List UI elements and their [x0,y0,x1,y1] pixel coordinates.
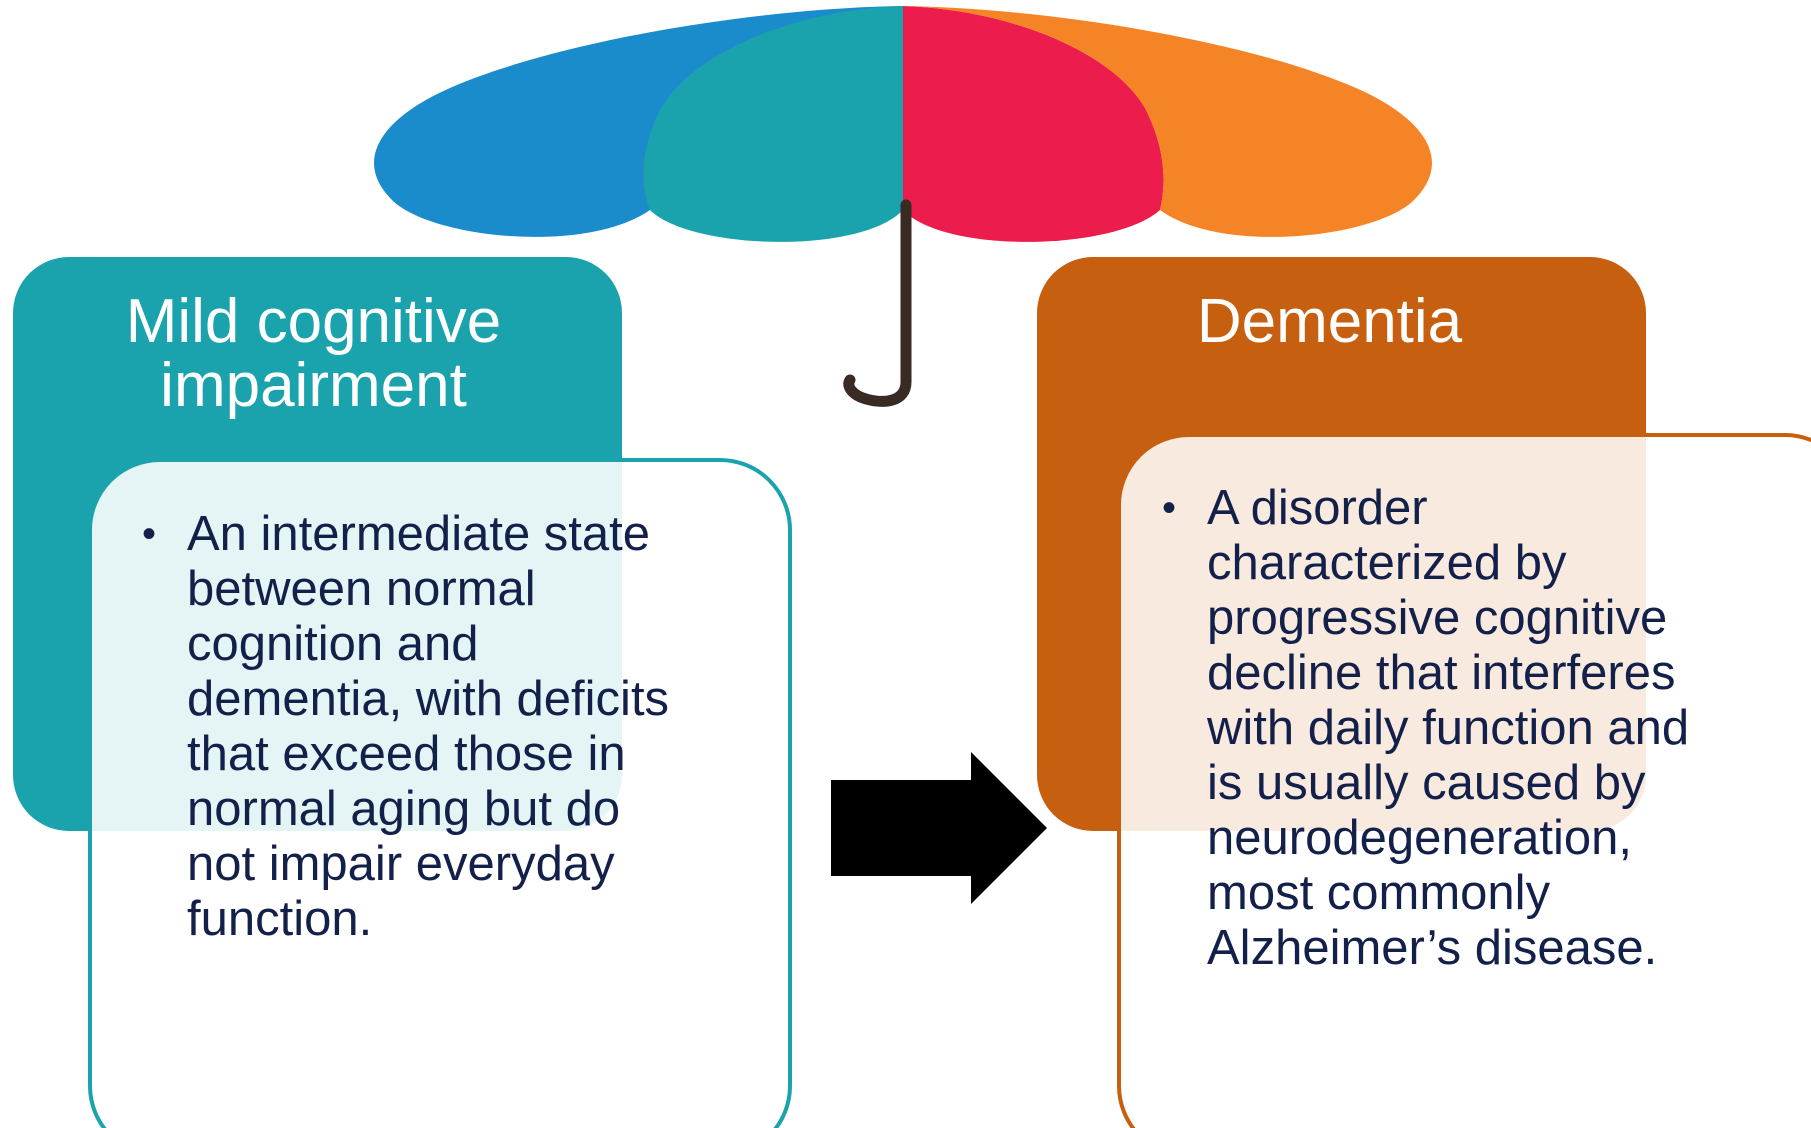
dementia-title: Dementia [1196,287,1463,356]
umbrella-canopy [374,6,1432,242]
umbrella-panel-red [903,6,1164,242]
bullet-icon: • [1162,486,1177,530]
bullet-icon: • [142,512,157,556]
dementia-definition-text: A disorder characterized by progressive … [1207,481,1690,975]
umbrella-panel-teal [643,6,903,242]
right-arrow-icon [831,752,1047,904]
mci-bullet-item: • An intermediate state between normal c… [142,507,762,947]
umbrella-panel-orange [903,6,1432,237]
umbrella-handle [843,199,912,407]
mci-definition-card: • An intermediate state between normal c… [88,458,792,1128]
dementia-bullet-item: • A disorder characterized by progressiv… [1162,481,1762,976]
dementia-definition-card: • A disorder characterized by progressiv… [1117,433,1811,1128]
mci-title: Mild cognitive impairment [125,287,502,420]
mci-definition-text: An intermediate state between normal cog… [187,507,670,946]
